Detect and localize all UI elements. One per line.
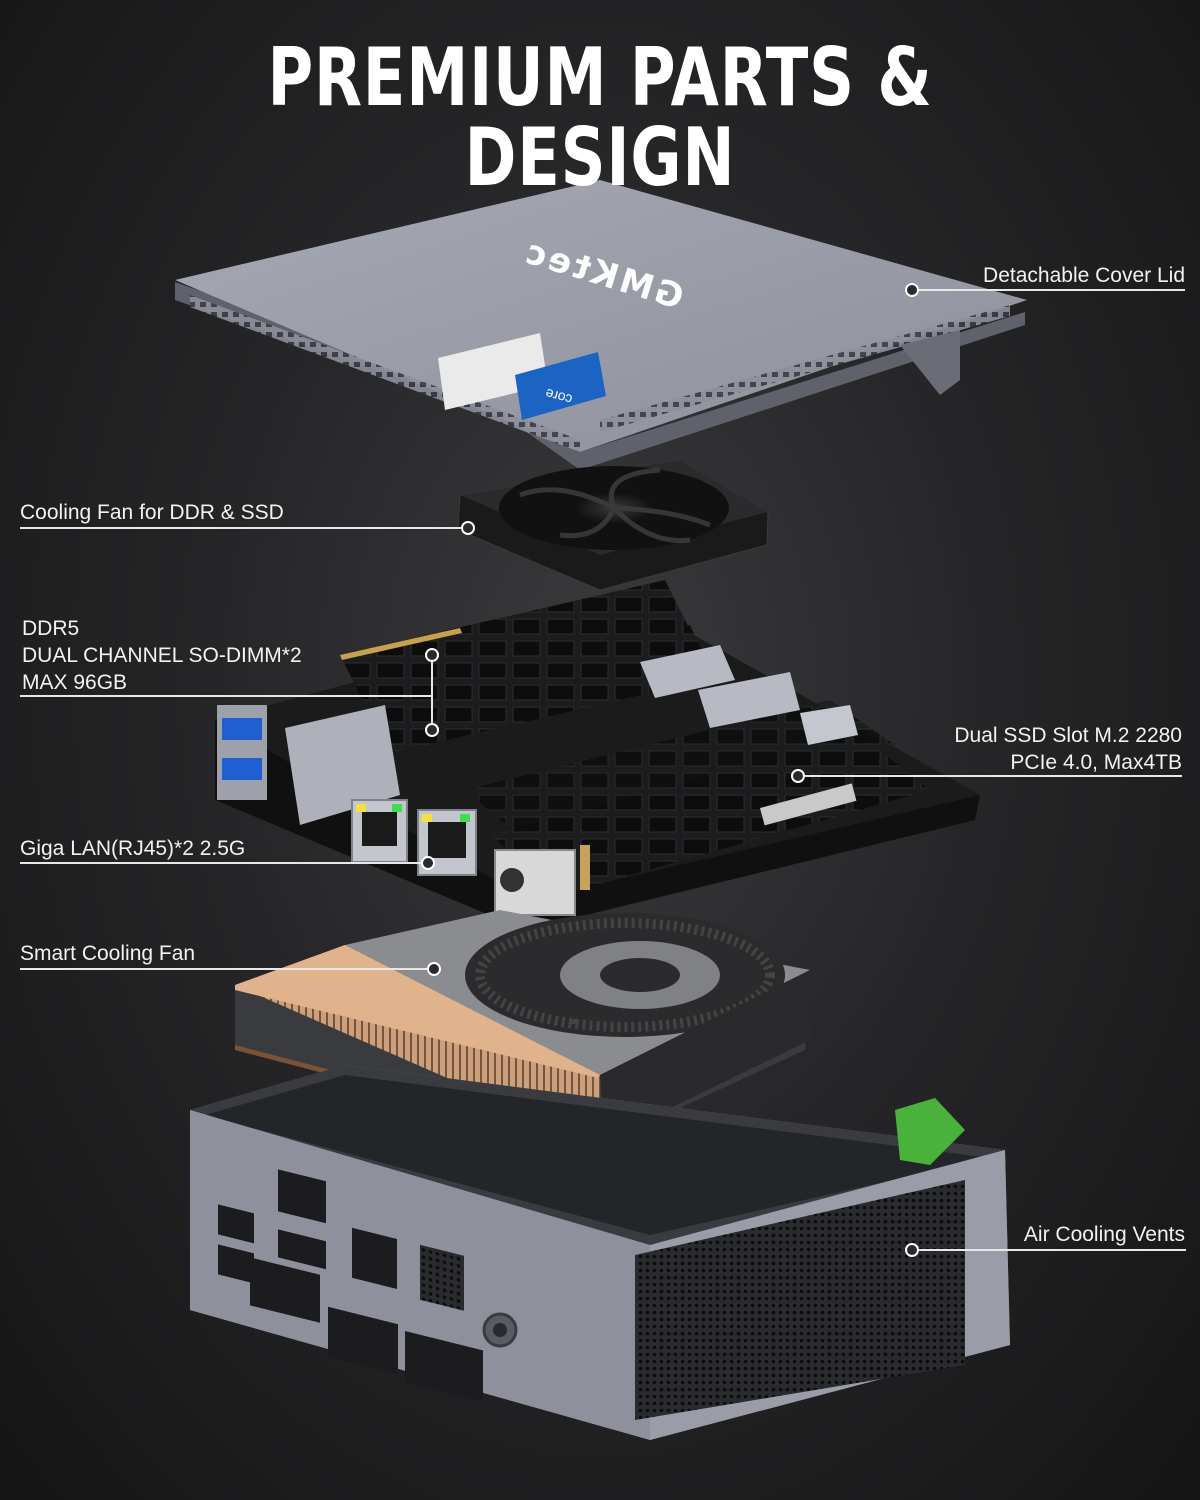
callout-ssd-line-1: Dual SSD Slot M.2 2280 <box>954 724 1182 747</box>
leader-dots <box>421 283 919 1257</box>
callout-fan-ddr-ssd: Cooling Fan for DDR & SSD <box>20 499 284 526</box>
callout-ssd: Dual SSD Slot M.2 2280 PCIe 4.0, Max4TB <box>954 722 1182 776</box>
callout-fan-ddr-ssd-text: Cooling Fan for DDR & SSD <box>20 501 284 524</box>
small-cooling-fan <box>457 459 769 591</box>
callout-ddr-line-3: MAX 96GB <box>22 671 128 694</box>
callout-ddr-line-1: DDR5 <box>22 617 80 640</box>
callout-air-vents: Air Cooling Vents <box>1024 1221 1185 1248</box>
processor-badge: core <box>438 333 606 420</box>
callout-smart-fan: Smart Cooling Fan <box>20 940 195 967</box>
callout-ssd-line-2: PCIe 4.0, Max4TB <box>1010 751 1182 774</box>
callout-cover-lid: Detachable Cover Lid <box>983 262 1185 289</box>
leader-lines <box>20 289 1186 1251</box>
callout-air-vents-text: Air Cooling Vents <box>1023 1223 1185 1246</box>
callout-ddr-line-2: DUAL CHANNEL SO-DIMM*2 <box>22 644 302 667</box>
callout-cover-lid-text: Detachable Cover Lid <box>983 264 1185 287</box>
callout-lan-text: Giga LAN(RJ45)*2 2.5G <box>20 837 246 860</box>
headline: PREMIUM PARTS & DESIGN <box>267 31 933 204</box>
smart-cooling-fan <box>235 910 810 1145</box>
callout-ddr: DDR5 DUAL CHANNEL SO-DIMM*2 MAX 96GB <box>22 615 302 696</box>
svg-text:core: core <box>543 386 574 409</box>
cover-lid: GMKtec core <box>175 180 1027 470</box>
chassis-base <box>190 1065 1010 1440</box>
callout-smart-fan-text: Smart Cooling Fan <box>20 942 196 965</box>
motherboard <box>215 580 980 930</box>
callout-lan: Giga LAN(RJ45)*2 2.5G <box>20 835 245 862</box>
